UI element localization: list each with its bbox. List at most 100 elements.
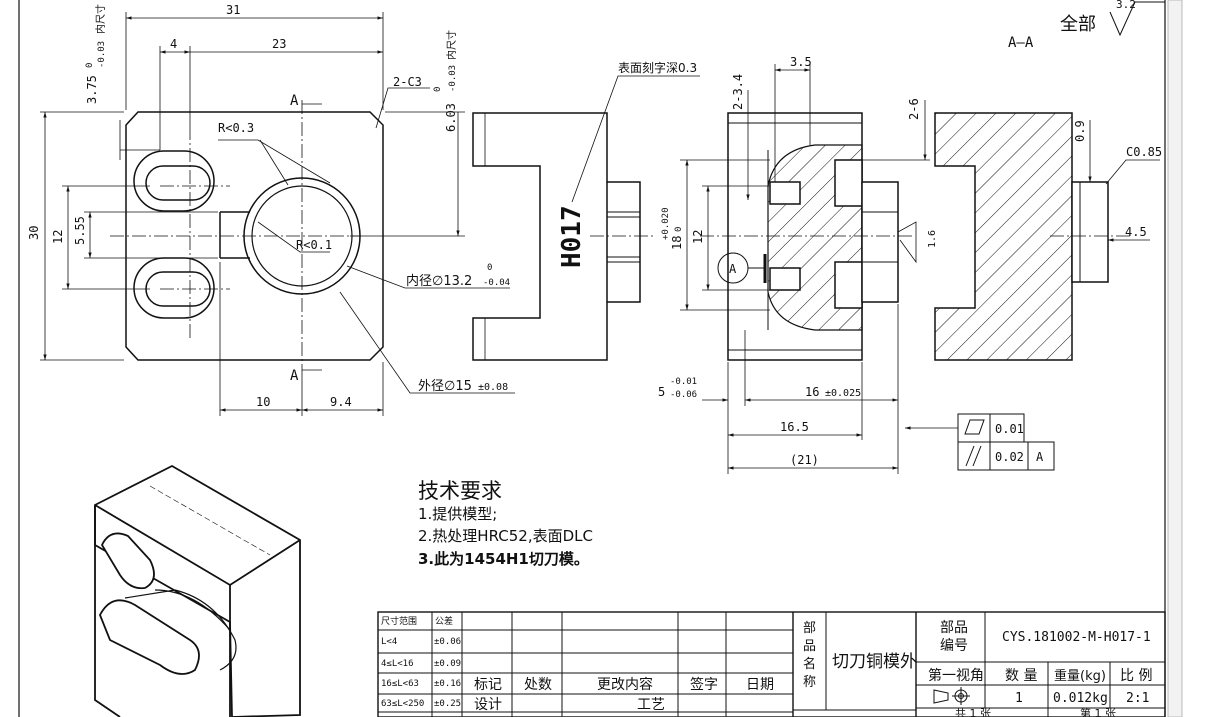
gdt-parallelism-datum: A: [1036, 450, 1044, 464]
side-view: [472, 75, 700, 361]
isometric-view: [94, 464, 301, 717]
part-no-label: 部品编号: [940, 620, 968, 654]
dim-5-lower: -0.06: [670, 390, 697, 400]
tol-header-tol: 公差: [435, 615, 453, 627]
sheet-total: 共 1 张: [955, 707, 991, 717]
dim-holes-top: 2-3.4: [731, 74, 745, 110]
row-label-design: 设计: [474, 697, 502, 713]
dim-slot-offset: 4: [170, 37, 177, 51]
rev-header-sign: 签字: [690, 676, 718, 693]
tol-left-note: 内尺寸: [94, 4, 107, 34]
tol-left-lower: -0.03: [97, 41, 107, 68]
rev-header-mark: 标记: [474, 677, 502, 693]
tol-row2-range: 4≤L<16: [381, 659, 414, 669]
tol-left-upper: 0: [85, 63, 95, 68]
right-view-labels: 0.9 C0.85 4.5: [1073, 120, 1162, 239]
dim-overall-width: 31: [226, 3, 240, 17]
dim-slot-spacing: 12: [51, 230, 65, 244]
section-view-labels: A—A 3.5 2-3.4 2-6 18 +0.020 0 12 A 5 -0.…: [658, 35, 1034, 467]
technical-requirements: 技术要求 1.提供模型; 2.热处理HRC52,表面DLC 3.此为1454H1…: [418, 479, 593, 568]
rev-header-count: 处数: [524, 677, 552, 693]
surface-roughness-value: 3.2: [1116, 0, 1136, 11]
parallelism-icon: [965, 445, 975, 467]
section-label: A—A: [1008, 35, 1034, 51]
gdt-labels: 0.01 0.02 A: [995, 422, 1044, 464]
sheet-number: 第 1 张: [1080, 706, 1116, 717]
rev-header-date: 日期: [746, 677, 774, 693]
front-view: [110, 100, 384, 372]
dim-height: 30: [27, 226, 41, 240]
dim-slit: 5.55: [73, 216, 87, 245]
tol-row1-tol: ±0.06: [434, 637, 461, 647]
tol-row3-tol: ±0.16: [434, 679, 461, 689]
gdt-frames: [957, 413, 1055, 471]
dim-18-lower: 0: [674, 227, 684, 232]
dim-5-value: 5: [658, 385, 665, 399]
section-mark-top: A: [290, 93, 299, 109]
right-view: [934, 112, 1130, 361]
tol-right-note: 内尺寸: [445, 30, 458, 60]
title-block-lines: [377, 611, 1166, 717]
dim-bottom-right: 9.4: [330, 395, 352, 409]
part-name: 切刀铜模外: [832, 652, 917, 672]
scale-label: 比 例: [1120, 668, 1152, 684]
radius-inner: R<0.1: [296, 238, 332, 252]
dim-18-upper: +0.020: [661, 207, 671, 240]
tol-right-lower: -0.03: [448, 65, 458, 92]
section-mark-bottom: A: [290, 368, 299, 384]
notes-item-2: 2.热处理HRC52,表面DLC: [418, 527, 593, 545]
inner-dia-lower: -0.04: [483, 278, 510, 288]
right-view-dimensions: [1072, 120, 1160, 242]
dim-slot-width: 3.5: [790, 55, 812, 69]
dim-hole-offset: 23: [272, 37, 286, 51]
row-label-process: 工艺: [637, 697, 665, 713]
part-number: CYS.181002-M-H017-1: [1002, 630, 1151, 645]
notes-item-3: 3.此为1454H1切刀模。: [418, 550, 589, 568]
notes-item-1: 1.提供模型;: [418, 505, 497, 523]
front-view-dimensions: [40, 12, 515, 416]
dim-21: (21): [790, 453, 819, 467]
tol-right-upper: 0: [433, 87, 443, 92]
tol-row2-tol: ±0.09: [434, 659, 461, 669]
gdt-flatness-value: 0.01: [995, 422, 1024, 436]
datum-a: A: [729, 262, 737, 276]
weight-value: 0.012kg: [1053, 691, 1108, 706]
scale-value: 2:1: [1126, 691, 1149, 706]
part-name-label-vertical: 部品名称: [803, 621, 816, 690]
notes-title: 技术要求: [418, 479, 502, 503]
first-angle-projection-icon: [933, 687, 970, 705]
tol-row1-range: L<4: [381, 637, 397, 647]
inner-dia-label: 内径∅13.2: [406, 273, 472, 289]
tol-left-value: 3.75: [85, 75, 99, 104]
section-view: [700, 112, 915, 361]
engrave-text: H017: [557, 205, 587, 268]
chamfer-c085: C0.85: [1126, 145, 1162, 159]
dim-16-tol: ±0.025: [825, 388, 861, 399]
section-view-dimensions: [680, 64, 958, 474]
tol-row4-range: 63≤L<250: [381, 699, 424, 709]
gdt-parallelism-value: 0.02: [995, 450, 1024, 464]
tol-right-value: 6.03: [444, 103, 458, 132]
tol-header-range: 尺寸范围: [381, 615, 417, 627]
dim-16-5: 16.5: [780, 420, 809, 434]
sheet-border: [18, 0, 1183, 717]
view-label: 第一视角: [928, 667, 984, 684]
roughness-symbol-icon: [1109, 1, 1165, 37]
dim-5-upper: -0.01: [670, 377, 697, 387]
dim-18: 18: [670, 236, 684, 250]
chamfer-note: 2-C3: [393, 75, 422, 89]
dim-bottom-left: 10: [256, 395, 270, 409]
title-block-text: 尺寸范围 公差 L<4 ±0.06 4≤L<16 ±0.09 16≤L<63 ±…: [381, 615, 1152, 717]
dim-holes-top2: 2-6: [907, 98, 921, 120]
tol-row4-tol: ±0.25: [434, 699, 461, 709]
outer-dia-label: 外径∅15: [418, 379, 472, 394]
weight-label: 重量(kg): [1054, 668, 1106, 684]
front-view-labels: 31 4 23 30 12 5.55 10 9.4 3.75 0 -0.03 内…: [27, 3, 510, 409]
dim-4-5: 4.5: [1125, 225, 1147, 239]
tol-row3-range: 16≤L<63: [381, 679, 419, 689]
inner-dia-upper: 0: [487, 263, 492, 273]
outer-dia-tol: ±0.08: [478, 382, 508, 393]
roughness-1-6: 1.6: [927, 230, 938, 248]
radius-outer: R<0.3: [218, 121, 254, 135]
dim-12: 12: [691, 230, 705, 244]
